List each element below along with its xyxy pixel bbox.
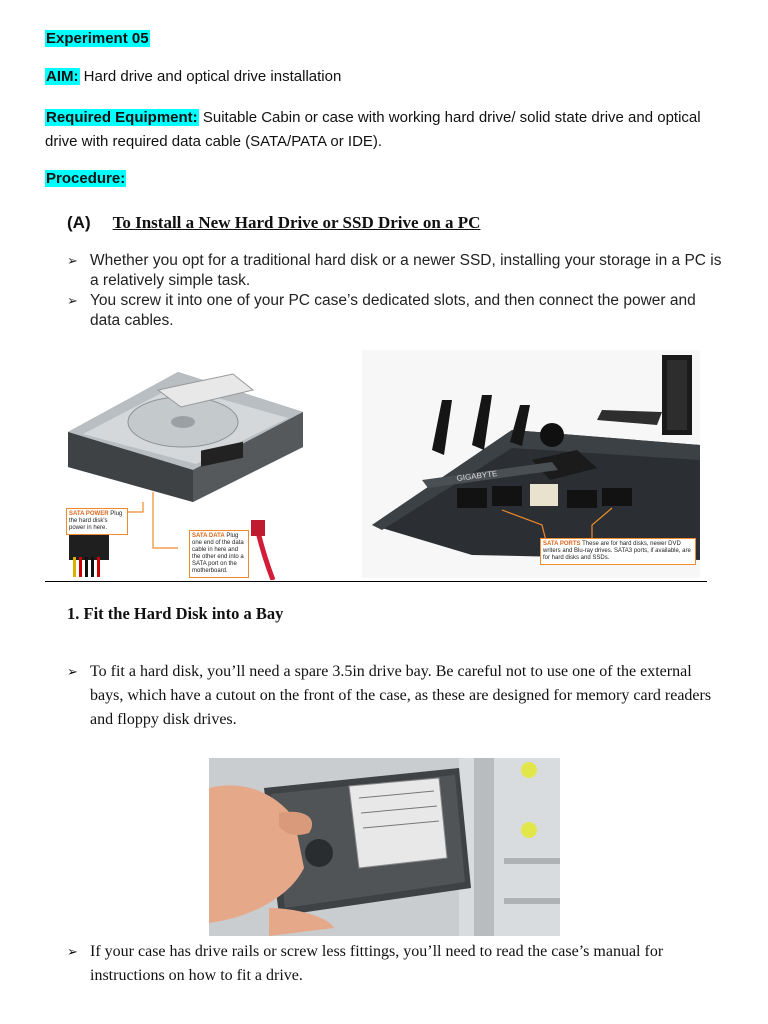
- section-divider: [45, 581, 707, 582]
- bullet-text: If your case has drive rails or screw le…: [90, 943, 664, 984]
- hard-drive-illustration: [68, 372, 303, 580]
- hard-drive-figure: SATA POWER Plug the hard disk's power in…: [63, 352, 303, 580]
- procedure-label: Procedure:: [45, 170, 127, 187]
- section-a-heading: (A) To Install a New Hard Drive or SSD D…: [67, 213, 480, 233]
- aim-text: Hard drive and optical drive installatio…: [83, 68, 342, 85]
- procedure-line: Procedure:: [45, 170, 127, 187]
- experiment-title-text: Experiment 05: [45, 30, 150, 47]
- bullet-arrow-icon: ➢: [67, 293, 78, 308]
- experiment-title: Experiment 05: [45, 30, 150, 47]
- step-1-bullet: ➢ If your case has drive rails or screw …: [67, 940, 727, 988]
- step-1-heading: 1. Fit the Hard Disk into a Bay: [67, 604, 284, 623]
- equipment-text: Suitable Cabin or case with working hard…: [45, 109, 701, 150]
- sata-power-label: SATA POWER: [69, 511, 109, 517]
- drive-bay-figure: [209, 758, 560, 936]
- bullet-arrow-icon: ➢: [67, 664, 78, 679]
- sata-power-text: Plug the hard disk's power in here.: [69, 511, 123, 531]
- equipment-line: Required Equipment: Suitable Cabin or ca…: [45, 106, 725, 154]
- bullet-text: To fit a hard disk, you’ll need a spare …: [90, 663, 712, 728]
- sata-data-text: Plug one end of the data cable in here a…: [192, 533, 244, 574]
- bullet-text: Whether you opt for a traditional hard d…: [90, 252, 722, 289]
- aim-line: AIM: Hard drive and optical drive instal…: [45, 68, 341, 85]
- aim-label: AIM:: [45, 68, 80, 85]
- section-a-bullet: ➢ You screw it into one of your PC case’…: [67, 291, 727, 331]
- step-1-bullet: ➢ To fit a hard disk, you’ll need a spar…: [67, 660, 727, 732]
- sata-power-callout: SATA POWER Plug the hard disk's power in…: [66, 508, 128, 535]
- bullet-arrow-icon: ➢: [67, 253, 78, 268]
- section-a-title: To Install a New Hard Drive or SSD Drive…: [112, 213, 481, 232]
- sata-ports-label: SATA PORTS: [543, 541, 581, 547]
- motherboard-figure: GIGABYTE SATA PORTS These are for hard d…: [362, 350, 700, 578]
- bullet-arrow-icon: ➢: [67, 944, 78, 959]
- section-a-bullet: ➢ Whether you opt for a traditional hard…: [67, 251, 727, 291]
- section-a-label: (A): [67, 213, 91, 232]
- sata-data-label: SATA DATA: [192, 533, 225, 539]
- sata-ports-text: These are for hard disks, newer DVD writ…: [543, 541, 691, 561]
- drive-bay-illustration: [209, 758, 560, 936]
- bullet-text: You screw it into one of your PC case’s …: [90, 292, 696, 329]
- sata-data-callout: SATA DATA Plug one end of the data cable…: [189, 530, 249, 578]
- sata-ports-callout: SATA PORTS These are for hard disks, new…: [540, 538, 696, 565]
- equipment-label: Required Equipment:: [45, 109, 199, 126]
